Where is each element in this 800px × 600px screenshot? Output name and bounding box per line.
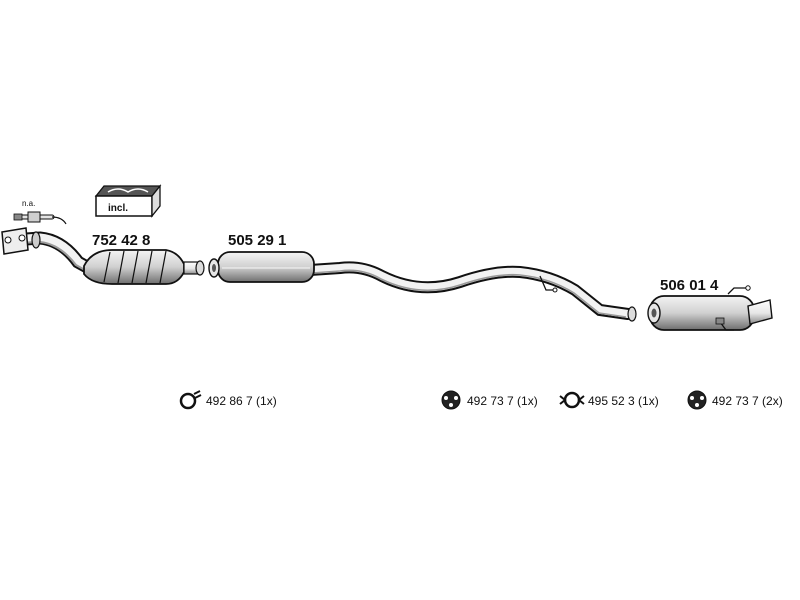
legend-item-3: 495 52 3 (1x) bbox=[588, 394, 659, 408]
legend-item-4: 492 73 7 (2x) bbox=[712, 394, 783, 408]
catalytic-converter bbox=[83, 249, 205, 285]
legend-item-2: 492 73 7 (1x) bbox=[467, 394, 538, 408]
sensor-note-label: n.a. bbox=[22, 199, 35, 208]
clamp-ring-icon bbox=[179, 390, 202, 410]
kit-note-label: incl. bbox=[108, 203, 128, 214]
catalytic-converter-part-number: 752 42 8 bbox=[92, 232, 150, 249]
middle-silencer-assembly bbox=[208, 251, 637, 322]
lambda-sensor bbox=[13, 211, 67, 225]
front-pipe bbox=[1, 227, 103, 279]
middle-silencer-part-number: 505 29 1 bbox=[228, 232, 286, 249]
installation-kit-box: incl. bbox=[94, 184, 162, 218]
rubber-mount-icon bbox=[441, 390, 461, 410]
legend: 492 86 7 (1x) 492 73 7 (1x) 495 52 3 (1x… bbox=[179, 390, 783, 410]
rear-silencer bbox=[647, 285, 773, 331]
rubber-mount-icon bbox=[687, 390, 707, 410]
front-flange bbox=[1, 227, 41, 255]
legend-item-1: 492 86 7 (1x) bbox=[206, 394, 277, 408]
rear-silencer-part-number: 506 01 4 bbox=[660, 277, 719, 294]
pipe-clamp-icon bbox=[559, 391, 585, 409]
